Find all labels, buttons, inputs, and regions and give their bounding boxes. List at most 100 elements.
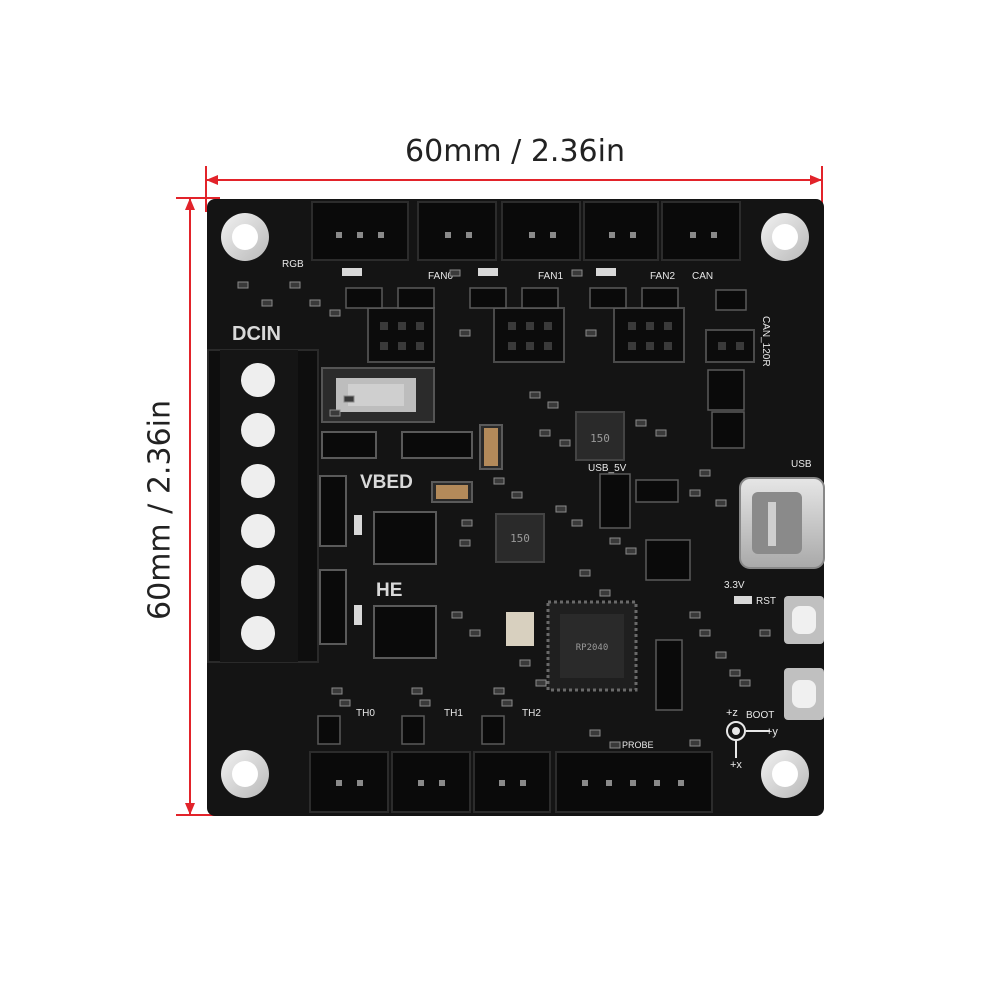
crystal	[506, 612, 534, 646]
height-dimension-line	[176, 197, 220, 816]
smd-passive	[579, 569, 591, 577]
inductor-marking-2: 150	[510, 532, 530, 545]
smd-passive	[599, 589, 611, 597]
smd-passive	[339, 699, 351, 707]
mounting-holes	[221, 213, 809, 798]
width-dimension-line	[205, 166, 823, 212]
smd-passive	[555, 505, 567, 513]
width-dimension-label: 60mm / 2.36in	[405, 134, 625, 169]
smd-passive	[411, 687, 423, 695]
smd-passive	[689, 739, 701, 747]
fuse-holder	[321, 367, 435, 423]
smd-passive	[309, 299, 321, 307]
mcu-marking: RP2040	[576, 643, 609, 653]
smd-passive	[547, 401, 559, 409]
jumper-pins	[380, 322, 744, 350]
smd-passive	[261, 299, 273, 307]
dcin-label: DCIN	[232, 323, 281, 345]
connector-pins	[336, 232, 717, 238]
inductor-marking: 150	[590, 432, 610, 445]
inductors: 150 150	[495, 411, 625, 563]
smd-passive	[729, 669, 741, 677]
smd-passive	[759, 629, 771, 637]
smd-passive	[501, 699, 513, 707]
can-120r-label: CAN_120R	[760, 316, 771, 367]
smd-passive	[519, 659, 531, 667]
th2-label: TH2	[522, 708, 541, 719]
thermistor-components	[317, 715, 505, 745]
small-ics	[599, 369, 745, 711]
smd-passive	[329, 409, 341, 417]
usb-c-connector	[739, 477, 825, 569]
smd-passive	[635, 419, 647, 427]
smd-passive	[237, 281, 249, 289]
smd-passive	[689, 611, 701, 619]
smd-passive	[609, 741, 621, 749]
smd-passive	[449, 269, 461, 277]
smd-passive	[459, 329, 471, 337]
smd-passive	[329, 309, 341, 317]
jumper-headers	[367, 307, 755, 363]
axis-y-label: +y	[766, 726, 778, 738]
smd-passive	[459, 539, 471, 547]
smd-passive	[571, 269, 583, 277]
smd-passive	[715, 651, 727, 659]
passive-components	[237, 269, 771, 749]
th0-label: TH0	[356, 708, 375, 719]
th1-label: TH1	[444, 708, 463, 719]
smd-passive	[559, 439, 571, 447]
smd-passive	[511, 491, 523, 499]
smd-passive	[609, 537, 621, 545]
bottom-connector-pins	[336, 780, 684, 786]
smd-passive	[699, 469, 711, 477]
smd-passive	[529, 391, 541, 399]
axis-z-label: +z	[726, 707, 738, 719]
usb-label: USB	[791, 459, 812, 470]
tantalum-capacitor-2	[436, 485, 468, 499]
v33-label: 3.3V	[724, 580, 745, 591]
smd-passive	[535, 679, 547, 687]
smd-passive	[461, 519, 473, 527]
dcin-terminal-block	[207, 349, 319, 663]
top-connectors	[311, 201, 741, 261]
vbed-label: VBED	[360, 472, 413, 493]
fan2-label: FAN2	[650, 271, 675, 282]
smd-passive	[689, 489, 701, 497]
bottom-connectors	[309, 751, 713, 813]
can-label: CAN	[692, 271, 713, 282]
rst-label: RST	[756, 596, 776, 607]
fan-mosfets	[345, 287, 747, 311]
axis-x-label: +x	[730, 759, 742, 771]
smd-passive	[451, 611, 463, 619]
boot-button	[784, 668, 824, 720]
boot-label: BOOT	[746, 710, 774, 721]
mcu-chip: RP2040	[546, 600, 638, 692]
usb-5v-label: USB_5V	[588, 463, 627, 474]
smd-passive	[715, 499, 727, 507]
probe-label: PROBE	[622, 740, 654, 750]
smd-passive	[699, 629, 711, 637]
rst-button	[784, 596, 824, 644]
smd-passive	[289, 281, 301, 289]
smd-passive	[625, 547, 637, 555]
tantalum-capacitor	[484, 428, 498, 466]
smd-passive	[585, 329, 597, 337]
smd-passive	[739, 679, 751, 687]
status-leds	[342, 268, 752, 625]
smd-passive	[493, 477, 505, 485]
smd-passive	[571, 519, 583, 527]
smd-passive	[331, 687, 343, 695]
smd-passive	[343, 395, 355, 403]
smd-passive	[469, 629, 481, 637]
he-label: HE	[376, 580, 402, 601]
smd-passive	[655, 429, 667, 437]
smd-passive	[589, 729, 601, 737]
fan0-label: FAN0	[428, 271, 453, 282]
smd-passive	[493, 687, 505, 695]
axis-symbol	[726, 721, 770, 758]
fan1-label: FAN1	[538, 271, 563, 282]
smd-passive	[419, 699, 431, 707]
smd-passive	[539, 429, 551, 437]
rgb-label: RGB	[282, 259, 304, 270]
